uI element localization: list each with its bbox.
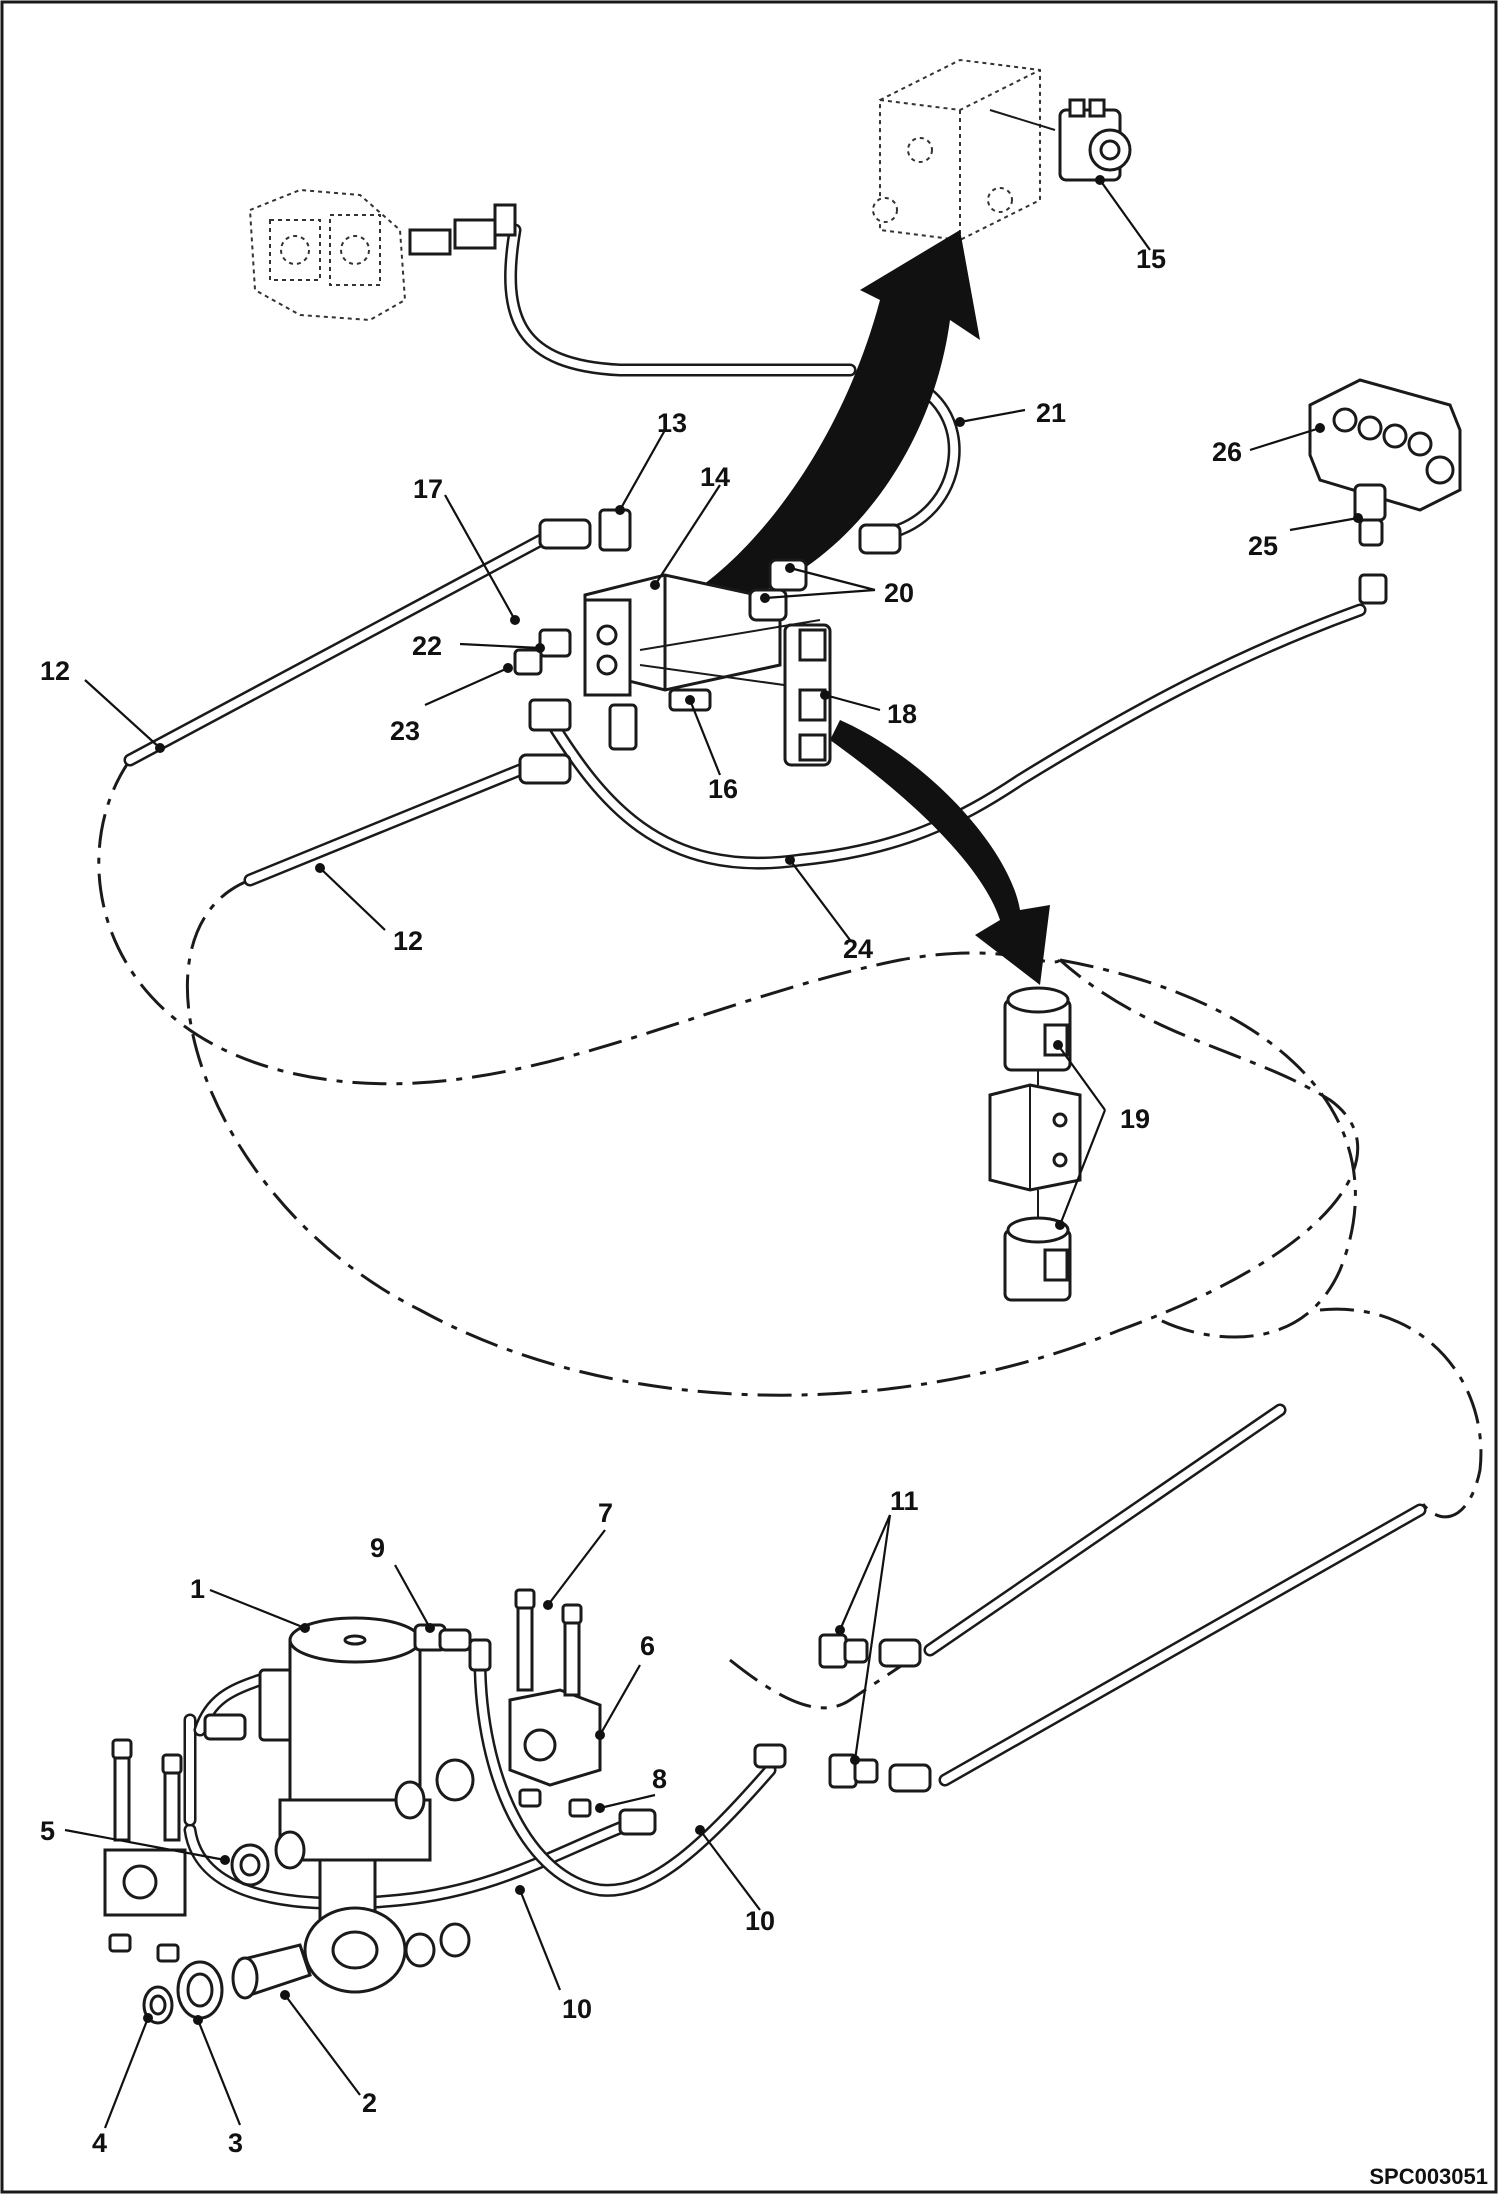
callout-24: 24 (843, 934, 873, 964)
callout-13: 13 (657, 408, 687, 438)
leader-dots (143, 175, 1363, 2025)
callout-1: 1 (190, 1574, 205, 1604)
callout-10-a: 10 (562, 1994, 592, 2024)
callout-5: 5 (40, 1816, 55, 1846)
callout-16: 16 (708, 774, 738, 804)
bracket-6 (394, 1588, 602, 1968)
callout-25: 25 (1248, 531, 1278, 561)
control-valve-block (872, 58, 1056, 242)
drawing-code: SPC003051 (1369, 2164, 1488, 2189)
callout-23: 23 (390, 716, 420, 746)
callout-12-b: 12 (393, 926, 423, 956)
arrows (680, 230, 1050, 985)
callout-6: 6 (640, 1631, 655, 1661)
solenoid-valve-15 (1058, 98, 1132, 182)
travel-pump-assembly (248, 188, 517, 322)
callout-2: 2 (362, 2088, 377, 2118)
callout-15: 15 (1136, 244, 1166, 274)
fitting-25 (1353, 483, 1388, 605)
small-fittings (203, 1623, 932, 1836)
callout-14: 14 (700, 462, 730, 492)
block-26 (1308, 378, 1462, 512)
callout-4: 4 (92, 2128, 107, 2158)
bracket-5 (103, 1738, 306, 1963)
coupling-parts (142, 1943, 312, 2025)
callout-3: 3 (228, 2128, 243, 2158)
callout-9: 9 (370, 1533, 385, 1563)
callout-20: 20 (884, 578, 914, 608)
solenoid-valves-19 (988, 986, 1082, 1302)
callout-7: 7 (598, 1498, 613, 1528)
callout-17: 17 (413, 474, 443, 504)
callout-11: 11 (890, 1486, 919, 1516)
callout-19: 19 (1120, 1104, 1150, 1134)
phantom-lines (97, 759, 1483, 1710)
hoses (123, 223, 1427, 1910)
callout-21: 21 (1036, 398, 1066, 428)
callout-12-a: 12 (40, 656, 70, 686)
manifold-block-14 (583, 573, 821, 697)
manifold-fittings (513, 508, 902, 785)
callout-8: 8 (652, 1764, 667, 1794)
callout-10-b: 10 (745, 1906, 775, 1936)
callout-18: 18 (887, 699, 917, 729)
callout-26: 26 (1212, 437, 1242, 467)
callout-22: 22 (412, 631, 442, 661)
leader-lines (64, 179, 1359, 2129)
solenoid-stack-18 (783, 623, 832, 767)
callout-labels: 1 2 3 4 5 6 7 8 9 10 10 11 12 12 13 14 1… (40, 244, 1278, 2158)
